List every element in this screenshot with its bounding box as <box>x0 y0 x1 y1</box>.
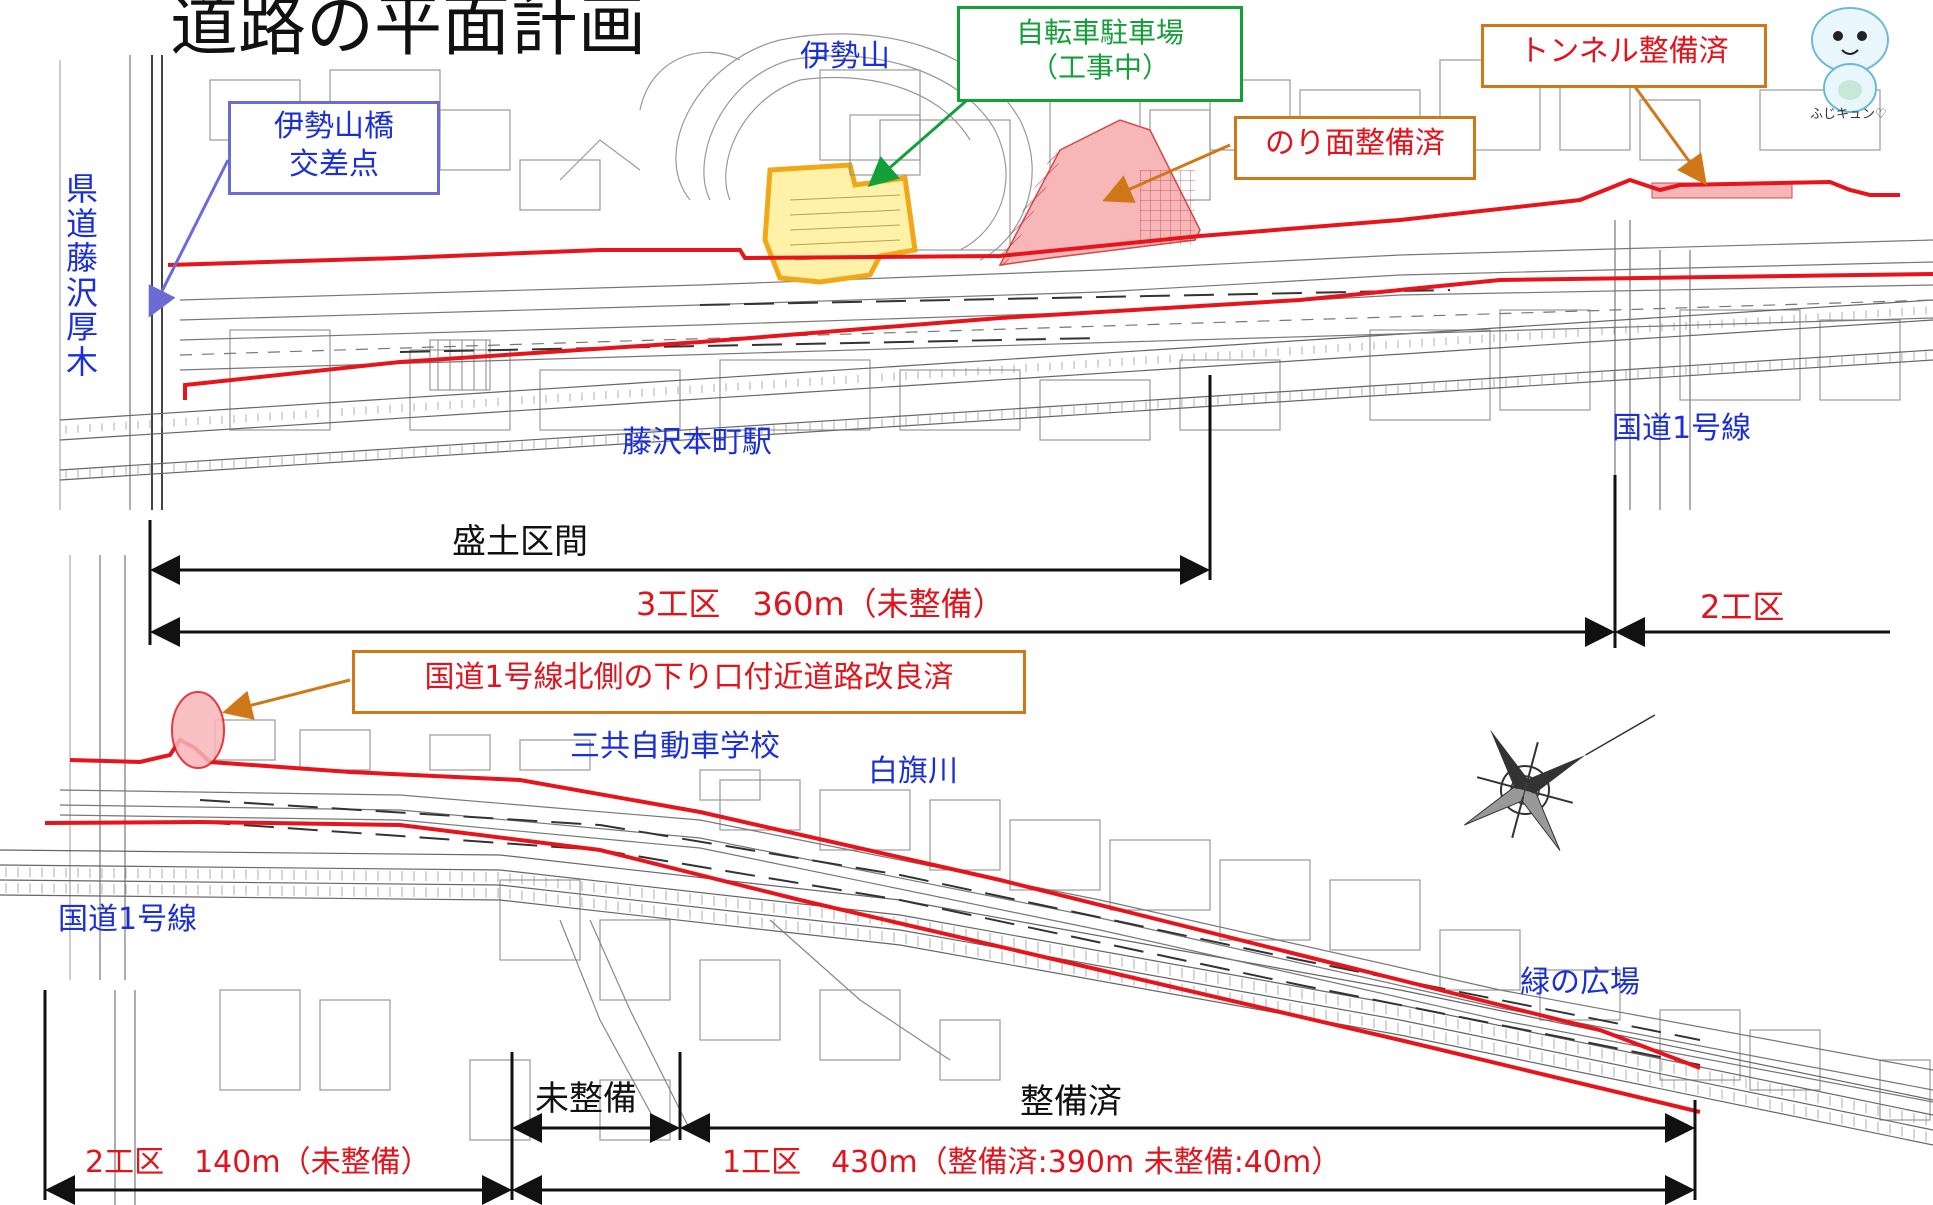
bicycle-parking-callout-line1: 自転車駐車場 <box>1015 16 1184 49</box>
bottom-map-base <box>69 555 1931 1205</box>
bicycle-parking-callout-line2: （工事中） <box>1029 51 1170 84</box>
label-prefectural-road: 県道藤沢厚木 <box>65 170 98 381</box>
mascot-caption: ふじキュン♡ <box>1810 107 1887 122</box>
top-railway <box>59 299 1933 481</box>
bottom-railway <box>0 849 1933 1146</box>
iseyama-bridge-callout-line2: 交差点 <box>289 146 379 182</box>
label-driving-school: 三共自動車学校 <box>570 729 780 764</box>
dim-improved: 整備済 <box>1020 1082 1122 1122</box>
iseyama-bridge-callout-line1: 伊勢山橋 <box>274 109 394 144</box>
bicycle-parking-callout: 自転車駐車場 （工事中） <box>957 6 1243 102</box>
page-title: 道路の平面計画 <box>170 0 647 66</box>
slope-grid <box>1140 170 1195 245</box>
dim-section1: 1工区 430m（整備済:390m 未整備:40m） <box>722 1145 1342 1180</box>
route1-north-leader <box>222 678 351 720</box>
top-road-outline-north <box>167 177 1900 267</box>
tunnel-callout: トンネル整備済 <box>1481 24 1767 88</box>
dim-section2-bottom: 2工区 140m（未整備） <box>85 1145 431 1180</box>
dimension-lines <box>43 375 1890 1205</box>
label-route1-top: 国道1号線 <box>1612 411 1752 446</box>
bicycle-parking-area <box>762 162 918 285</box>
dim-section2-top: 2工区 <box>1700 588 1785 626</box>
label-shirahata-river: 白旗川 <box>868 754 958 789</box>
tunnel-leader <box>1628 79 1707 186</box>
label-route1-bottom: 国道1号線 <box>58 902 198 937</box>
bottom-road-outline-south <box>44 819 1701 1114</box>
slope-callout: のり面整備済 <box>1234 116 1476 180</box>
dim-unimproved: 未整備 <box>535 1079 637 1119</box>
label-iseyama: 伊勢山 <box>800 39 890 74</box>
parking-building <box>849 114 921 176</box>
dim-section3: 3工区 360m（未整備） <box>636 585 1005 623</box>
iseyama-bridge-callout: 伊勢山橋 交差点 <box>228 101 440 195</box>
bottom-road-outline-north <box>69 737 1701 1070</box>
dim-embankment: 盛土区間 <box>452 522 588 562</box>
slope-leader <box>1102 143 1231 203</box>
compass-rose-icon <box>1464 714 1656 851</box>
top-road-outline-south <box>183 272 1933 400</box>
route1-north-callout: 国道1号線北側の下り口付近道路改良済 <box>352 650 1026 714</box>
bottom-road-lanes <box>59 789 1933 1103</box>
mascot-fujikyun-icon <box>1811 7 1889 113</box>
label-green-plaza: 緑の広場 <box>1520 965 1640 1000</box>
iseyama-bridge-leader <box>148 159 230 318</box>
route1-north-improvement-marker <box>171 691 225 769</box>
label-station: 藤沢本町駅 <box>622 425 772 460</box>
